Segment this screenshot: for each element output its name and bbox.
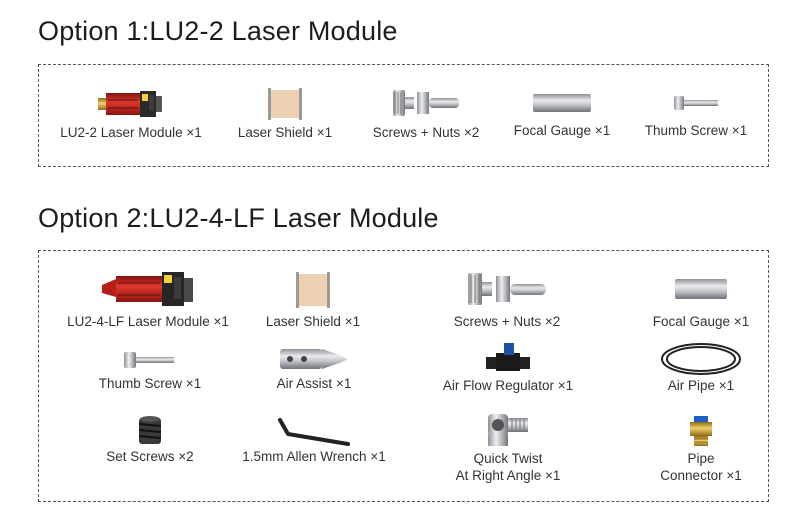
screws-nuts-icon — [468, 273, 546, 305]
option-2-item-quick-twist: Quick Twist At Right Angle ×1 — [436, 410, 580, 484]
item-label: Pipe Connector ×1 — [660, 451, 742, 483]
option-2-item-allen-wrench: 1.5mm Allen Wrench ×1 — [228, 414, 400, 465]
item-label: Air Flow Regulator ×1 — [442, 378, 574, 393]
option-1-contents-box — [38, 64, 769, 167]
option-2-item-thumb-screw: Thumb Screw ×1 — [78, 345, 222, 392]
option-2-contents-box — [38, 250, 769, 502]
option-1-item-laser-module: LU2-2 Laser Module ×1 — [48, 84, 214, 141]
item-label: LU2-4-LF Laser Module ×1 — [67, 314, 229, 329]
item-label: Quick Twist At Right Angle ×1 — [455, 451, 561, 483]
item-label: Thumb Screw ×1 — [98, 376, 202, 391]
option-2-item-air-flow-regulator: Air Flow Regulator ×1 — [426, 341, 590, 394]
option-2-item-pipe-connector: Pipe Connector ×1 — [646, 414, 756, 484]
focal-gauge-icon — [675, 279, 727, 299]
item-label: LU2-2 Laser Module ×1 — [60, 125, 202, 140]
option-1-item-thumb-screw: Thumb Screw ×1 — [632, 84, 760, 139]
air-pipe-icon — [661, 343, 741, 375]
thumb-screw-icon — [124, 352, 174, 368]
focal-gauge-icon — [533, 94, 591, 112]
screws-nuts-icon — [393, 90, 459, 116]
option-1-item-focal-gauge: Focal Gauge ×1 — [500, 84, 624, 139]
option-2-title: Option 2:LU2-4-LF Laser Module — [38, 203, 439, 233]
thumb-screw-icon — [674, 96, 718, 110]
option-2-item-set-screws: Set Screws ×2 — [98, 414, 202, 465]
option-2-item-screws-nuts: Screws + Nuts ×2 — [432, 267, 582, 330]
item-label: 1.5mm Allen Wrench ×1 — [242, 449, 386, 464]
set-screw-icon — [138, 416, 162, 444]
item-label: Laser Shield ×1 — [237, 125, 333, 140]
option-2-item-air-pipe: Air Pipe ×1 — [650, 341, 752, 394]
item-label: Focal Gauge ×1 — [513, 123, 611, 138]
air-flow-regulator-icon — [486, 343, 530, 371]
item-label: Focal Gauge ×1 — [652, 314, 750, 329]
air-assist-nozzle-icon — [280, 349, 348, 369]
laser-shield-icon — [268, 88, 302, 120]
item-label: Thumb Screw ×1 — [644, 123, 748, 138]
item-label: Laser Shield ×1 — [265, 314, 361, 329]
item-label: Air Pipe ×1 — [667, 378, 735, 393]
option-1-item-laser-shield: Laser Shield ×1 — [222, 84, 348, 141]
laser-module-icon — [98, 91, 162, 117]
laser-module-lf-icon — [102, 272, 193, 306]
option-2-item-laser-shield: Laser Shield ×1 — [246, 267, 380, 330]
option-2-item-focal-gauge: Focal Gauge ×1 — [640, 267, 762, 330]
item-label: Set Screws ×2 — [106, 449, 194, 464]
laser-shield-icon — [296, 272, 330, 308]
item-label: Screws + Nuts ×2 — [372, 125, 480, 140]
item-label: Screws + Nuts ×2 — [453, 314, 561, 329]
option-1-item-screws-nuts: Screws + Nuts ×2 — [356, 84, 496, 141]
pipe-connector-icon — [690, 416, 712, 446]
item-label: Air Assist ×1 — [276, 376, 352, 391]
allen-wrench-icon — [278, 418, 350, 446]
quick-twist-icon — [488, 414, 528, 446]
option-2-item-laser-module: LU2-4-LF Laser Module ×1 — [50, 267, 246, 330]
option-1-title: Option 1:LU2-2 Laser Module — [38, 16, 398, 46]
option-2-item-air-assist: Air Assist ×1 — [258, 343, 370, 392]
